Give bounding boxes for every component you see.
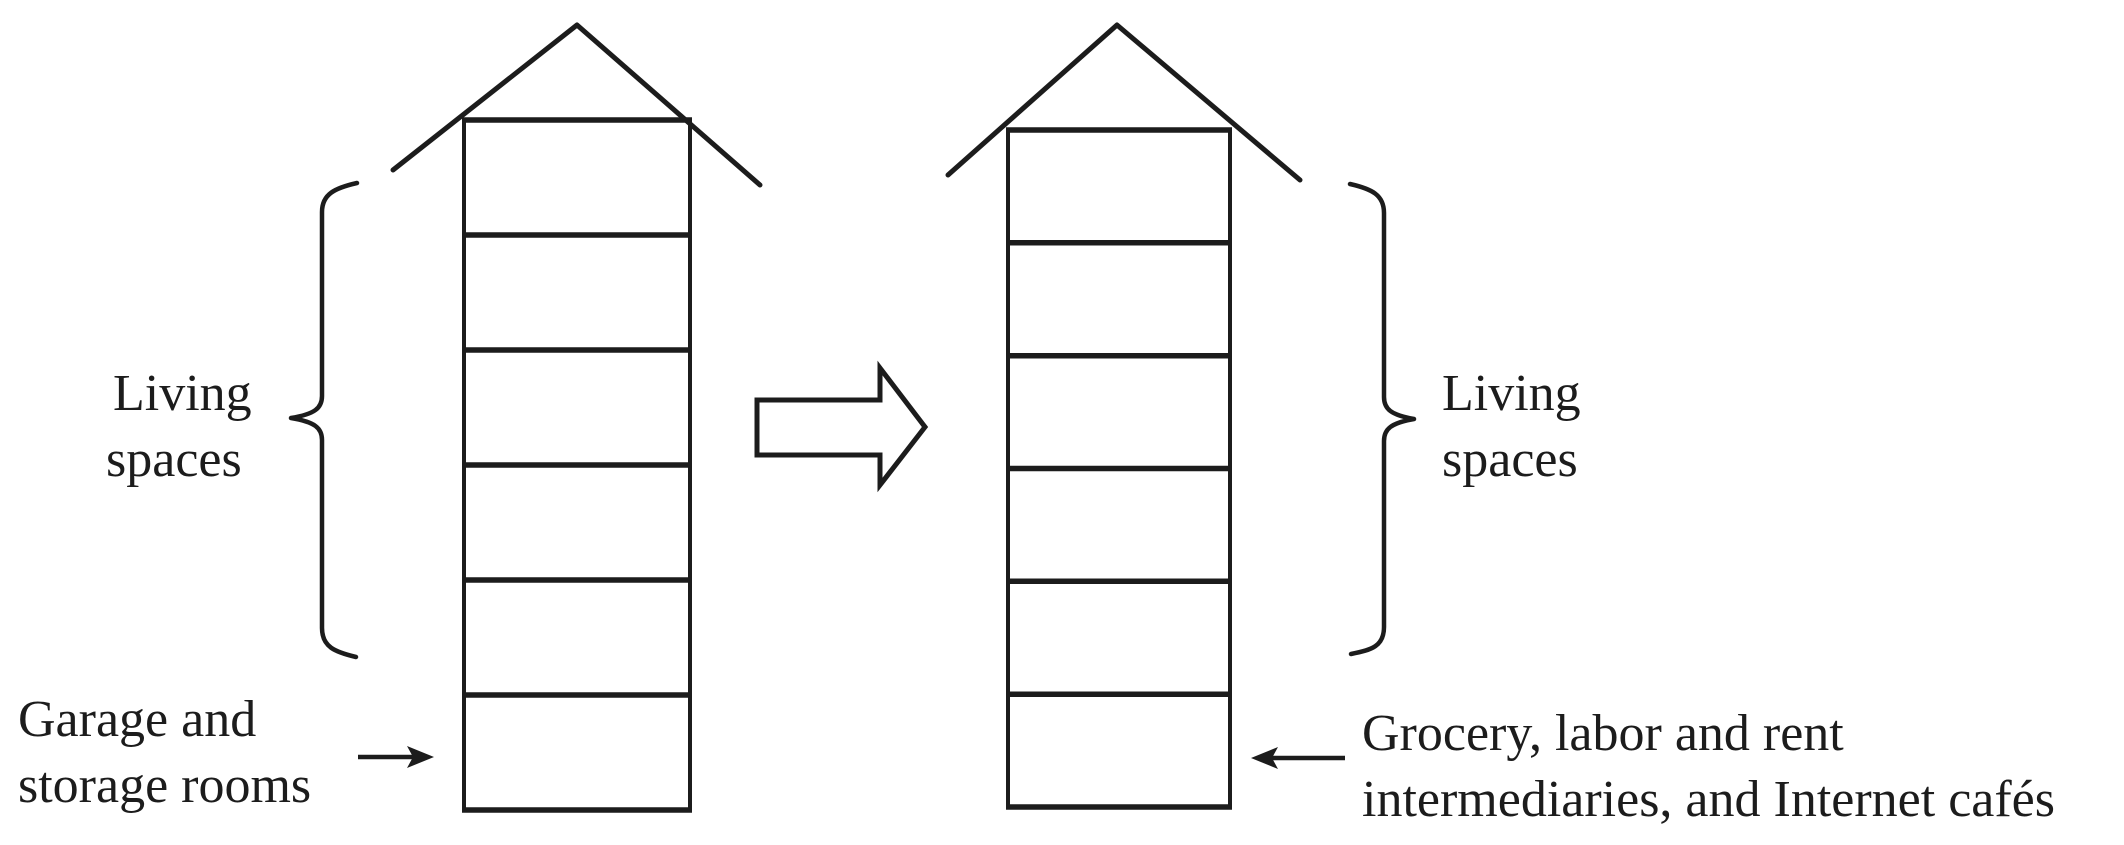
block-arrow-right-icon xyxy=(754,360,929,493)
right-brace-label-line2: spaces xyxy=(1442,431,1578,488)
right-house xyxy=(945,22,1303,810)
left-brace-label-line1: Living xyxy=(113,365,252,422)
left-arrow-label-line1: Garage and xyxy=(18,691,256,748)
right-house-roof xyxy=(945,22,1303,183)
curly-brace-right-icon xyxy=(1347,181,1417,657)
left-house-body xyxy=(462,117,692,813)
right-house-body xyxy=(1006,127,1232,810)
right-brace-label-line1: Living xyxy=(1442,365,1581,422)
right-arrow-label-line2: intermediaries, and Internet cafés xyxy=(1362,771,2055,828)
left-brace-label-line2: spaces xyxy=(106,431,242,488)
right-arrow-label-line1: Grocery, labor and rent xyxy=(1362,705,1844,762)
curly-brace-left-icon xyxy=(288,180,360,660)
left-house xyxy=(390,22,763,813)
thin-arrow-left-icon xyxy=(1251,747,1345,769)
thin-arrow-right-icon xyxy=(358,746,434,768)
left-house-roof xyxy=(390,22,763,188)
left-arrow-label-line2: storage rooms xyxy=(18,757,311,814)
